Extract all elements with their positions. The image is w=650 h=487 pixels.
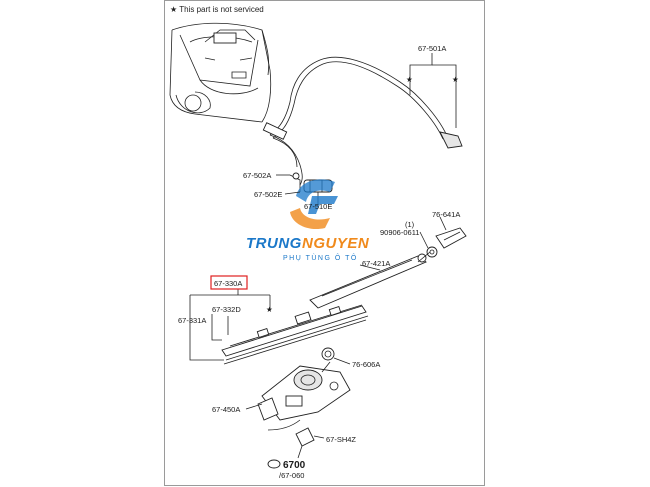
wiper-arm [309,251,431,309]
nut [426,246,438,258]
part-label-67-501A: 67-501A [418,44,446,53]
part-label-67-060: /67-060 [279,471,304,480]
pivot-seal [321,347,351,365]
part-label-67-502E: 67-502E [254,190,282,199]
part-label-67-331A: 67-331A [178,316,206,325]
brand-name-part1: TRUNG [246,235,302,252]
harness-connector [295,427,325,459]
part-label-76-641A: 76-641A [432,210,460,219]
grommet [267,459,281,469]
part-label-quantity: (1) [405,220,415,229]
brand-name-part2: NGUYEN [302,235,370,252]
part-label-67-502A: 67-502A [243,171,271,180]
not-serviced-note: ★ This part is not serviced [170,5,264,14]
part-label-67-SH4Z: 67-SH4Z [326,435,356,444]
not-serviced-star: ★ [266,305,273,314]
brand-tagline: PHỤ TÙNG Ô TÔ [283,253,358,262]
wiper-motor [257,361,351,431]
part-label-76-606A: 76-606A [352,360,380,369]
part-label-67-421A: 67-421A [362,259,390,268]
part-label-6700: 6700 [283,460,306,471]
brand-logo [290,179,338,230]
leader-lines [245,53,457,410]
part-label-67-450A: 67-450A [212,405,240,414]
part-label-67-332D: 67-332D [212,305,241,314]
vehicle-illustration [169,22,272,123]
group-bracket [189,289,271,361]
arm-cap [435,227,467,249]
highlight-box [210,275,248,290]
part-label-67-510E: 67-510E [304,202,332,211]
washer-hose [262,56,463,192]
wiper-blade [221,304,369,365]
part-label-90906-0611: 90906-0611 [380,228,419,237]
part-label-67-330A: 67-330A [214,279,242,288]
not-serviced-star: ★ [452,75,459,84]
not-serviced-star: ★ [406,75,413,84]
